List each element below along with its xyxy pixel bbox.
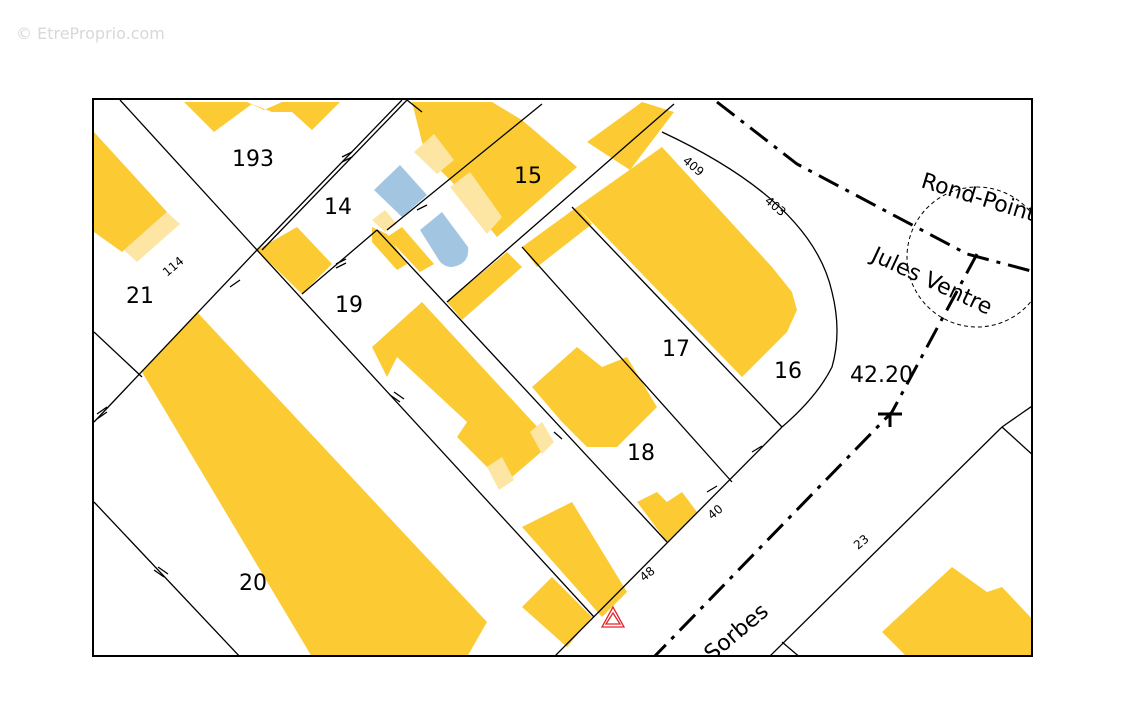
annex [487,457,514,490]
pools [374,165,469,267]
building [412,102,577,237]
watermark: © EtreProprio.com [16,24,165,43]
boundaries [653,100,1031,655]
annex [124,212,180,262]
parcel-label: 21 [126,284,154,309]
street-name: Sorbes [700,599,774,657]
boundary-line [653,253,979,655]
parcel-label: 15 [514,164,542,189]
tick-marks [96,151,763,578]
roundabout-circle [906,186,1031,328]
building [257,227,332,294]
building [387,227,434,272]
hazard-triangle-icon [600,605,626,628]
street-name: Rond-Point [918,169,1033,228]
parcel-label: 17 [662,337,690,362]
map-canvas: 193 14 15 21 19 17 16 18 20 409 403 114 … [94,100,1033,657]
building [522,502,627,617]
building [522,577,592,647]
street-numbers: 409 403 114 40 48 23 [160,154,872,585]
parcel-label: 18 [627,441,655,466]
annex [414,134,454,174]
street-number: 48 [637,564,658,585]
elevation-label: 42.20 [850,363,913,388]
building [577,147,797,377]
building [587,102,674,170]
parcel-label: 16 [774,359,802,384]
street-names: Rond-Point Jules Ventre Sorbes [700,169,1033,657]
building [882,567,1031,655]
annex [530,422,554,454]
building [522,207,592,267]
building [142,312,487,655]
parcel-lines [94,100,1031,655]
street-number: 40 [705,502,726,523]
building [372,227,407,270]
annex [450,172,502,234]
parcel-labels: 193 14 15 21 19 17 16 18 20 [126,147,802,596]
building [94,132,167,252]
parcel-label: 19 [335,293,363,318]
building [637,492,697,542]
buildings [94,102,1031,655]
parcel-label: 193 [232,147,274,172]
street-number: 403 [762,194,789,219]
boundary-line [716,100,1031,273]
annex [372,210,397,232]
building [372,302,547,477]
parcel-label: 20 [239,571,267,596]
street-number: 23 [851,532,872,553]
cadastral-map[interactable]: 193 14 15 21 19 17 16 18 20 409 403 114 … [92,98,1033,657]
street-number: 114 [160,254,187,279]
parcel-label: 14 [324,195,352,220]
survey-cross-icon [878,412,902,427]
pool [374,165,427,217]
building [184,102,340,132]
pool [420,212,469,267]
building [447,252,522,320]
building [532,347,657,447]
